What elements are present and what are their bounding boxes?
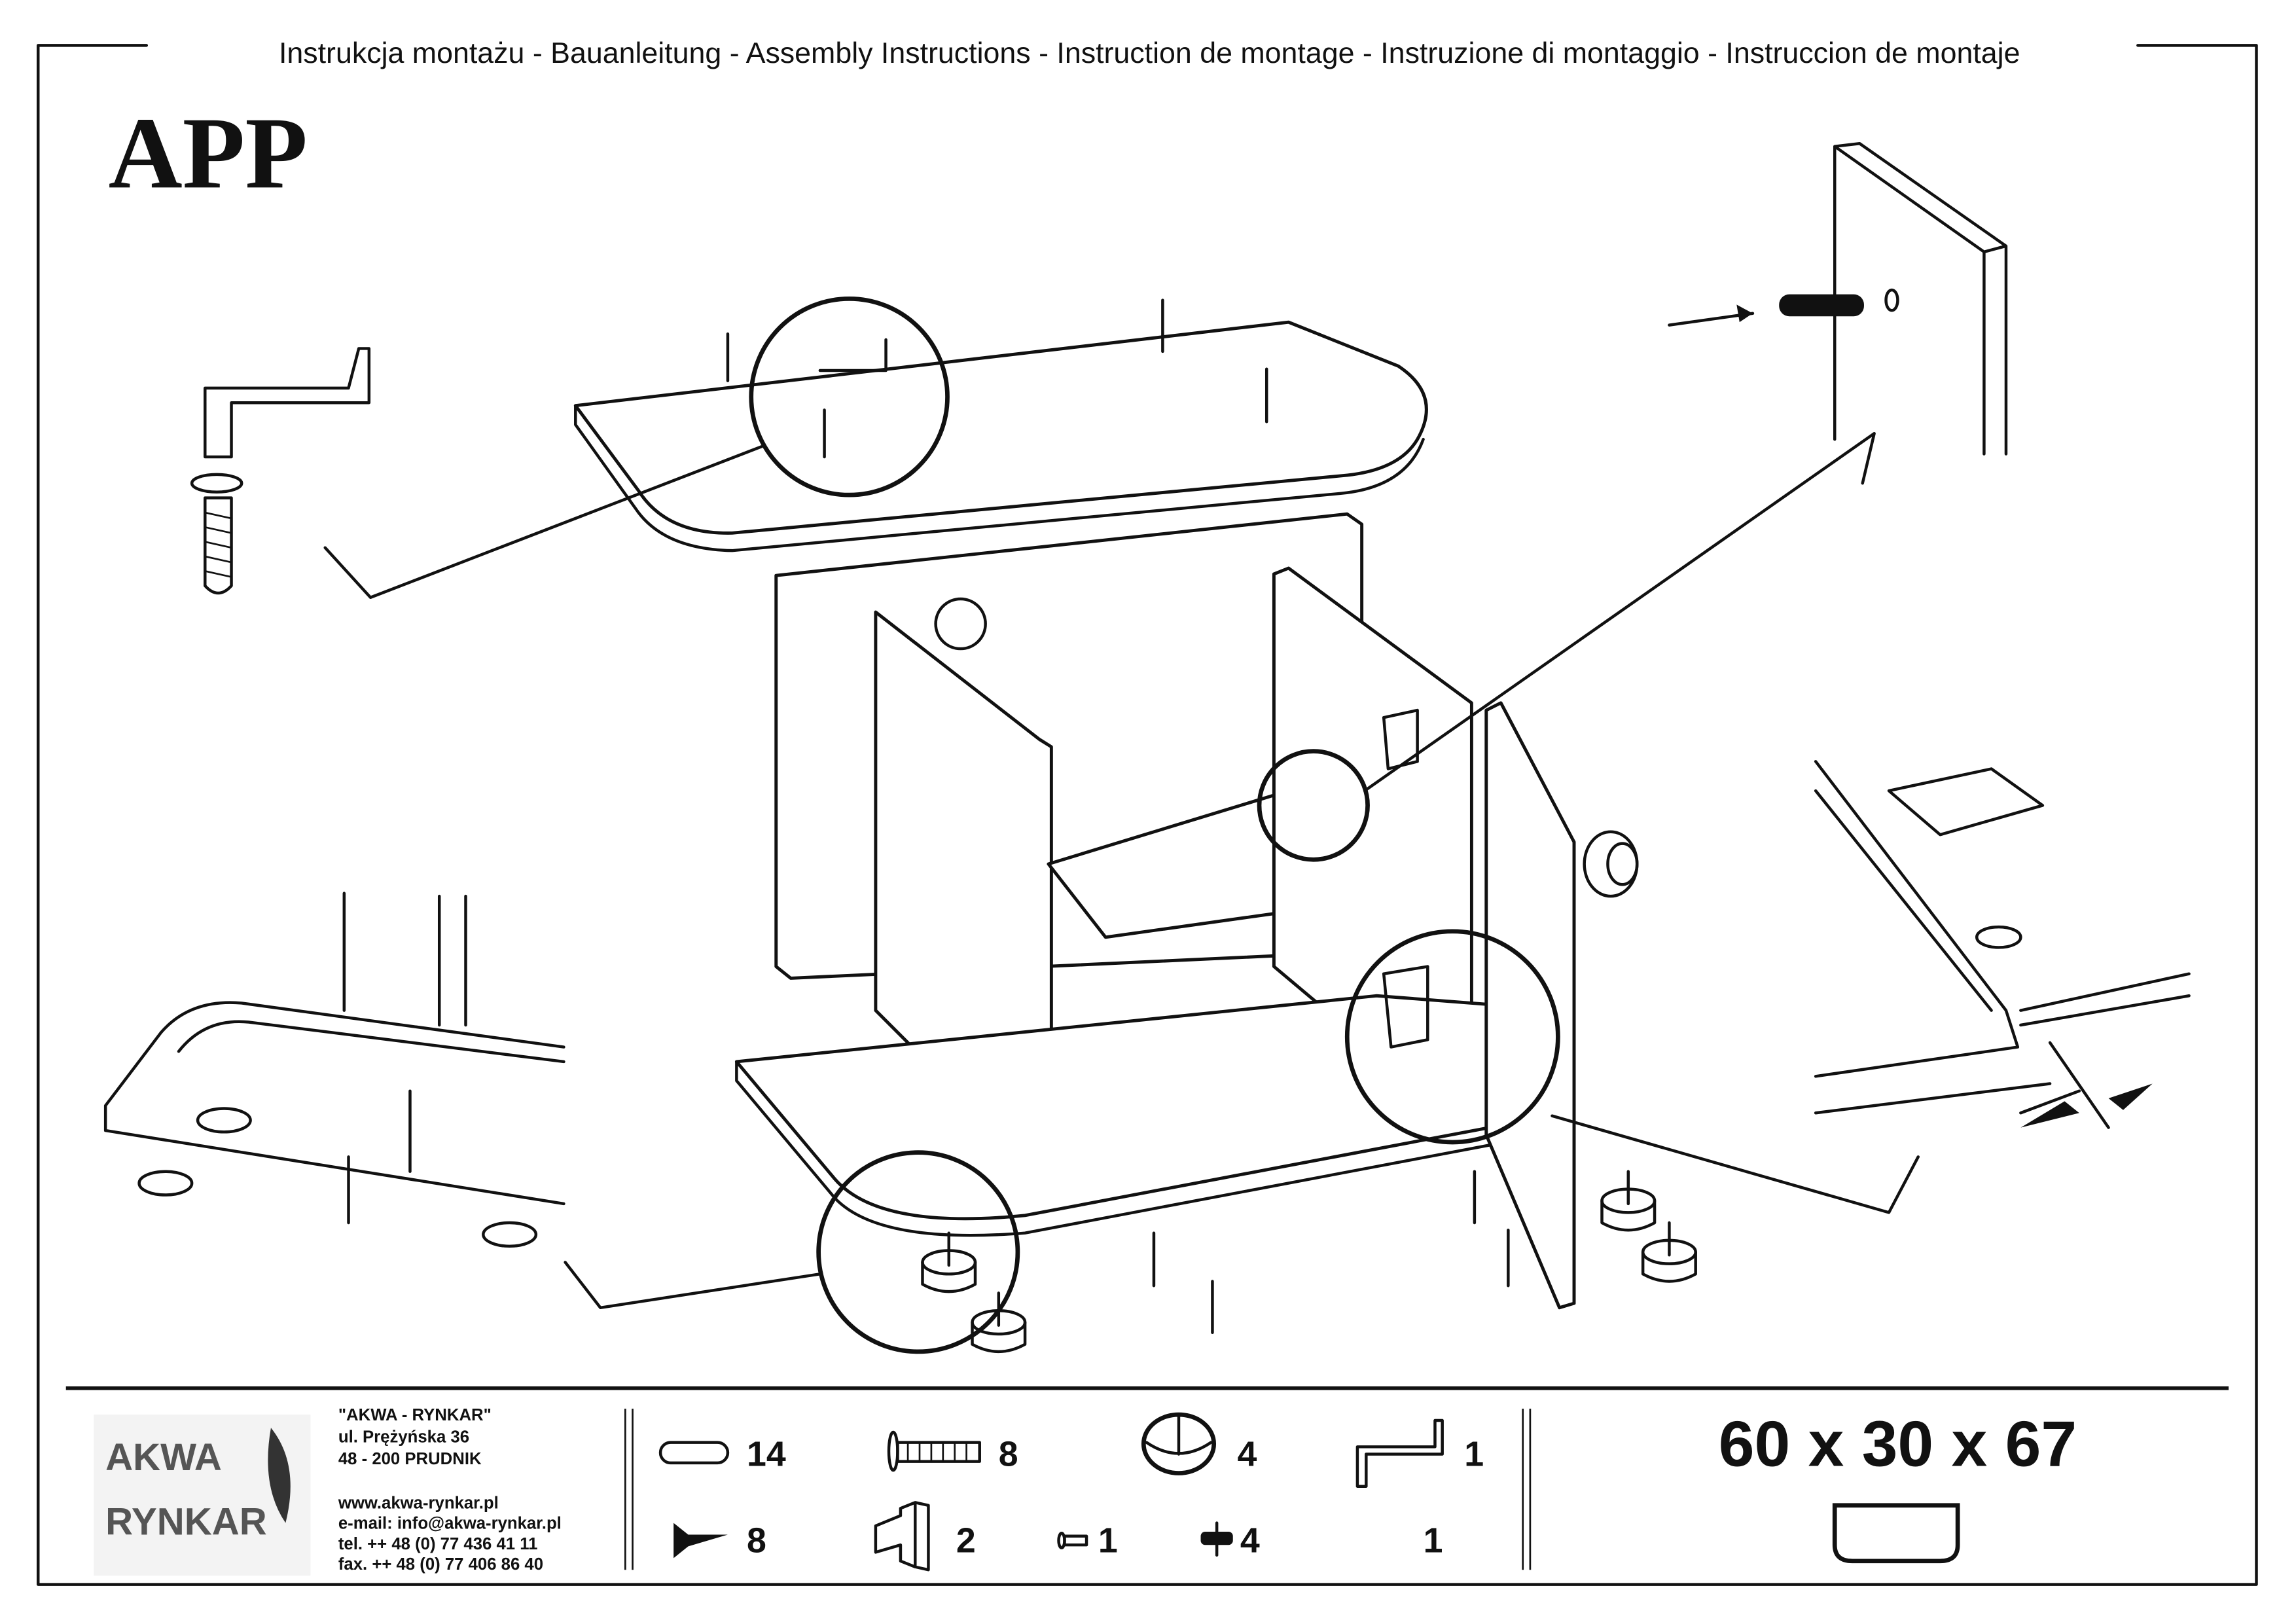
feet-detail — [103, 892, 565, 1248]
shelf-pin-icon — [1200, 1521, 1233, 1557]
svg-text:AKWA: AKWA — [105, 1436, 222, 1479]
hinge-detail — [1814, 760, 2191, 1129]
company-logo: AKWA RYNKAR — [94, 1415, 311, 1576]
part-qty: 1 — [1464, 1434, 1484, 1473]
wooden-dowel-icon — [658, 1441, 730, 1465]
allen-key-icon — [1355, 1418, 1444, 1488]
header-title: Instrukcja montażu - Bauanleitung - Asse… — [279, 37, 2020, 69]
top-panel-drawing — [323, 297, 1428, 599]
knob-screw-icon — [1057, 1532, 1088, 1549]
company-email[interactable]: e-mail: info@akwa-rynkar.pl — [338, 1515, 562, 1533]
part-qty: 4 — [1237, 1434, 1257, 1473]
company-phone: tel. ++ 48 (0) 77 436 41 11 — [338, 1535, 538, 1553]
footer-separator — [624, 1409, 1532, 1570]
part-qty: 8 — [999, 1434, 1018, 1473]
part-qty: 14 — [747, 1434, 786, 1473]
part-qty: 4 — [1240, 1521, 1260, 1560]
parts-list: 14 8 4 1 8 2 1 4 1 — [658, 1412, 1484, 1572]
part-qty: 2 — [956, 1521, 976, 1560]
model-name: APP — [109, 96, 308, 209]
wood-screw-icon — [673, 1523, 728, 1559]
page-border — [37, 44, 2258, 1586]
company-website[interactable]: www.akwa-rynkar.pl — [338, 1494, 499, 1512]
allen-key-detail — [190, 347, 371, 595]
part-qty: 8 — [747, 1521, 766, 1560]
hinge-icon — [874, 1501, 930, 1572]
confirmat-screw-icon — [887, 1430, 981, 1472]
company-city: 48 - 200 PRUDNIK — [338, 1450, 482, 1468]
company-street: ul. Prężyńska 36 — [338, 1428, 469, 1447]
leveling-foot-icon — [1141, 1412, 1217, 1475]
dowel-detail — [1668, 142, 2008, 456]
cabinet-shape-icon — [1832, 1503, 1960, 1564]
svg-text:RYNKAR: RYNKAR — [105, 1501, 267, 1543]
part-qty: 1 — [1424, 1521, 1443, 1560]
company-fax: fax. ++ 48 (0) 77 406 86 40 — [338, 1555, 543, 1574]
part-qty: 1 — [1098, 1521, 1118, 1560]
product-dimensions: 60 x 30 x 67 — [1719, 1407, 2077, 1479]
cabinet-drawing — [564, 431, 1920, 1354]
company-name: "AKWA - RYNKAR" — [338, 1406, 492, 1424]
